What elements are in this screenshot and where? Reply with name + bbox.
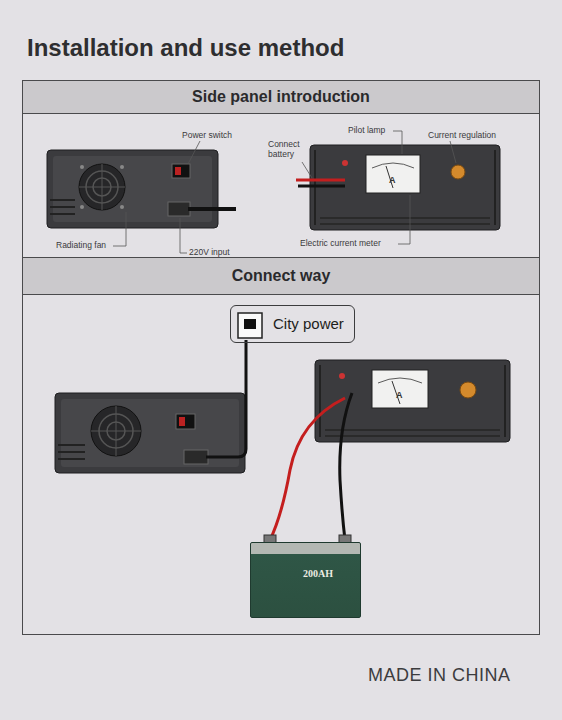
section-panel: Connect wayCity power 200AH bbox=[22, 257, 540, 635]
origin-note: MADE IN CHINA bbox=[368, 665, 511, 686]
charger-meter-side-bottom-part bbox=[340, 393, 352, 540]
charger-fan-side-top-part bbox=[50, 199, 75, 201]
page-title: Installation and use method bbox=[27, 34, 344, 62]
charger-meter-side-bottom-part bbox=[378, 378, 422, 383]
charger-meter-side-top-part bbox=[298, 185, 345, 188]
section-header-band: Side panel introduction bbox=[23, 81, 539, 114]
charger-meter-side-top-part bbox=[296, 179, 345, 182]
charger-fan-side-top bbox=[47, 150, 236, 228]
section-heading: Side panel introduction bbox=[192, 88, 370, 106]
charger-meter-side-top-part bbox=[320, 223, 490, 225]
charger-fan-side-top-part bbox=[47, 150, 218, 228]
charger-meter-side-bottom bbox=[270, 360, 510, 540]
charger-fan-side-top-part bbox=[120, 165, 124, 169]
section-panel: Side panel introduction bbox=[22, 80, 540, 259]
part-label: 220V input bbox=[189, 248, 230, 258]
charger-fan-side-bottom bbox=[55, 340, 246, 473]
charger-meter-side-top bbox=[296, 145, 500, 230]
charger-fan-side-bottom-part bbox=[58, 444, 85, 446]
charger-fan-side-bottom-part bbox=[179, 417, 185, 426]
charger-meter-side-bottom-part bbox=[325, 435, 500, 437]
battery-box: 200AH bbox=[250, 542, 361, 618]
box-label: City power bbox=[273, 315, 344, 332]
part-label: Electric current meter bbox=[300, 239, 381, 249]
charger-fan-side-bottom-part bbox=[176, 414, 195, 429]
charger-fan-side-top-part bbox=[50, 213, 75, 215]
leader-lines-part bbox=[393, 131, 402, 154]
meter-unit: A bbox=[396, 390, 403, 400]
charger-fan-side-top-part bbox=[80, 165, 84, 169]
mains-plug-icon-part bbox=[244, 319, 256, 329]
section-header-band: Connect way bbox=[23, 258, 539, 295]
charger-fan-side-bottom-part bbox=[55, 393, 245, 473]
mains-plug-icon-part bbox=[238, 313, 262, 338]
part-label: Current regulation bbox=[428, 131, 496, 141]
charger-meter-side-bottom-part bbox=[372, 370, 428, 408]
section-heading: Connect way bbox=[232, 267, 331, 285]
charger-meter-side-bottom-part bbox=[504, 365, 506, 437]
charger-meter-side-bottom-part bbox=[460, 382, 476, 398]
charger-meter-side-top-part bbox=[366, 155, 420, 193]
part-label: Connect battery bbox=[268, 140, 308, 160]
leader-lines-part bbox=[450, 141, 456, 163]
part-label: Power switch bbox=[182, 131, 232, 141]
charger-meter-side-top-part bbox=[320, 217, 490, 219]
charger-fan-side-top-part bbox=[172, 164, 190, 178]
charger-fan-side-bottom-part bbox=[58, 458, 85, 460]
leader-lines-part bbox=[398, 195, 410, 244]
charger-fan-side-bottom-part bbox=[184, 450, 208, 464]
charger-fan-side-bottom-part bbox=[91, 406, 141, 456]
part-label: Radiating fan bbox=[56, 241, 106, 251]
leader-lines-part bbox=[302, 162, 312, 178]
charger-meter-side-bottom-part bbox=[270, 398, 345, 540]
charger-meter-side-bottom-part bbox=[325, 429, 500, 431]
mains-socket-box: City power bbox=[230, 305, 355, 343]
part-label: Pilot lamp bbox=[348, 126, 385, 136]
charger-meter-side-top-part bbox=[342, 160, 348, 166]
charger-fan-side-bottom-part bbox=[116, 406, 117, 456]
leader-lines bbox=[113, 131, 456, 253]
mains-plug-icon bbox=[238, 313, 262, 338]
charger-fan-side-bottom-part bbox=[58, 451, 85, 453]
charger-fan-side-top-part bbox=[120, 205, 124, 209]
charger-meter-side-top-part bbox=[451, 165, 465, 179]
charger-fan-side-top-part bbox=[175, 167, 181, 175]
charger-meter-side-bottom-part bbox=[339, 373, 345, 379]
charger-fan-side-top-part bbox=[102, 164, 103, 210]
charger-fan-side-top-part bbox=[80, 205, 84, 209]
leader-lines-part bbox=[188, 141, 200, 164]
leader-lines-part bbox=[180, 218, 187, 253]
battery-rating: 200AH bbox=[303, 568, 333, 579]
charger-fan-side-bottom-part bbox=[206, 340, 246, 457]
meter-unit: A bbox=[389, 175, 396, 185]
charger-fan-side-top-part bbox=[188, 207, 236, 211]
charger-fan-side-top-part bbox=[168, 202, 190, 216]
charger-meter-side-bottom-part bbox=[315, 360, 510, 442]
charger-meter-side-top-part bbox=[494, 150, 496, 225]
charger-fan-side-top-part bbox=[50, 206, 75, 208]
charger-meter-side-bottom-part bbox=[319, 365, 321, 437]
leader-lines-part bbox=[113, 212, 126, 246]
charger-fan-side-top-part bbox=[53, 156, 212, 222]
charger-meter-side-top-part bbox=[372, 163, 414, 168]
charger-fan-side-top-part bbox=[79, 164, 125, 210]
